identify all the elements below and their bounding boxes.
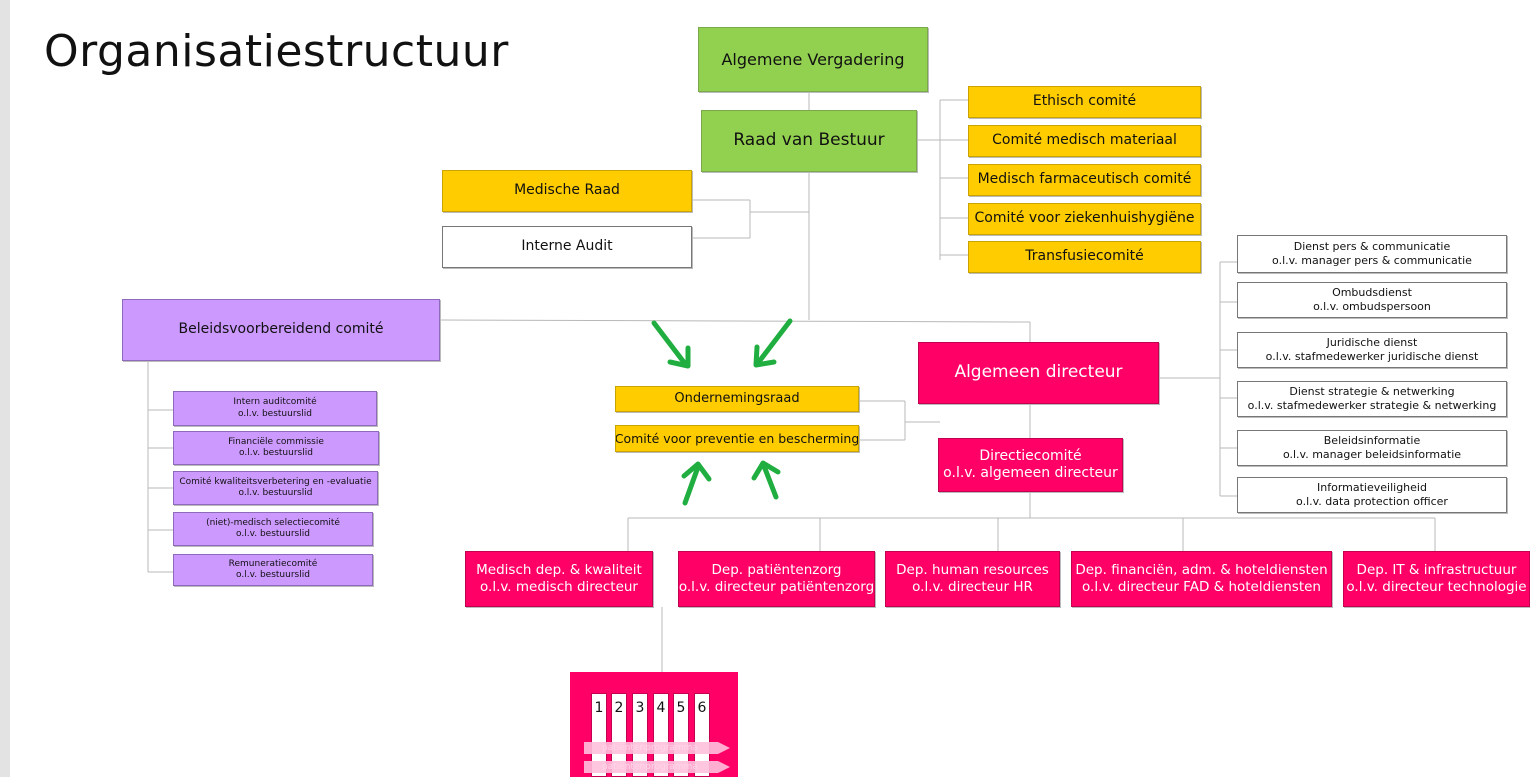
department-box: Medisch dep. & kwaliteit o.l.v. medisch … (465, 551, 653, 607)
staff-service-box: Juridische dienst o.l.v. stafmedewerker … (1237, 332, 1507, 368)
subcommittee-box: (niet)-medisch selectiecomité o.l.v. bes… (173, 512, 373, 546)
subcommittee-name: Comité kwaliteitsverbetering en -evaluat… (179, 476, 372, 487)
staff-service-box: Dienst pers & communicatie o.l.v. manage… (1237, 235, 1507, 273)
left-edge-strip (0, 0, 10, 777)
subcommittee-box: Comité kwaliteitsverbetering en -evaluat… (173, 471, 378, 505)
policy-committee-label: Beleidsvoorbereidend comité (178, 321, 384, 338)
staff-service-lead: o.l.v. manager beleidsinformatie (1282, 448, 1462, 461)
prevention-committee-box: Comité voor preventie en bescherming (615, 425, 859, 452)
department-name: Dep. financiën, adm. & hoteldiensten (1075, 562, 1328, 579)
program-number: 4 (653, 693, 669, 777)
staff-service-name: Beleidsinformatie (1323, 434, 1421, 448)
prevention-committee-label: Comité voor preventie en bescherming (615, 430, 859, 446)
committee-label: Comité medisch materiaal (992, 132, 1177, 149)
program-arrows (584, 742, 730, 773)
general-director-box: Algemeen directeur (918, 342, 1159, 404)
department-box: Dep. patiëntenzorg o.l.v. directeur pati… (678, 551, 875, 607)
committee-label: Ethisch comité (1032, 93, 1137, 110)
subcommittee-lead: o.l.v. bestuurslid (238, 488, 313, 498)
subcommittee-box: Intern auditcomité o.l.v. bestuurslid (173, 391, 377, 426)
staff-service-name: Ombudsdienst (1332, 286, 1412, 300)
department-lead: o.l.v. directeur patiëntenzorg (678, 579, 875, 595)
committee-label: Medisch farmaceutisch comité (977, 171, 1192, 188)
subcommittee-name: Intern auditcomité (233, 397, 317, 408)
department-lead: o.l.v. medisch directeur (480, 579, 638, 595)
program-number: 1 (591, 693, 607, 777)
subcommittee-box: Remuneratiecomité o.l.v. bestuurslid (173, 554, 373, 586)
committee-label: Transfusiecomité (1025, 248, 1144, 265)
subcommittee-lead: o.l.v. bestuurslid (236, 570, 310, 580)
board-label: Raad van Bestuur (733, 130, 885, 151)
subcommittee-lead: o.l.v. bestuurslid (236, 529, 310, 539)
committee-box: Transfusiecomité (968, 241, 1201, 273)
general-assembly-box: Algemene Vergadering (698, 27, 928, 92)
page-title: Organisatiestructuur (44, 26, 509, 77)
department-name: Dep. IT & infrastructuur (1356, 562, 1517, 579)
general-director-label: Algemeen directeur (954, 362, 1123, 383)
directorate-box: Directiecomité o.l.v. algemeen directeur (938, 438, 1123, 492)
department-name: Dep. human resources (896, 562, 1049, 579)
staff-service-lead: o.l.v. ombudspersoon (1313, 300, 1431, 313)
subcommittee-name: Financiële commissie (228, 436, 324, 447)
staff-service-lead: o.l.v. data protection officer (1296, 495, 1448, 508)
works-council-label: Ondernemingsraad (674, 390, 800, 406)
staff-service-name: Dienst pers & communicatie (1293, 240, 1451, 254)
program-label: patiëntenprogramma (602, 762, 698, 772)
program-number: 2 (611, 693, 627, 777)
department-name: Medisch dep. & kwaliteit (476, 562, 642, 579)
program-number: 6 (694, 693, 710, 777)
subcommittee-name: Remuneratiecomité (228, 558, 318, 569)
general-assembly-label: Algemene Vergadering (721, 49, 905, 69)
staff-service-lead: o.l.v. manager pers & communicatie (1272, 254, 1472, 267)
staff-service-box: Beleidsinformatie o.l.v. manager beleids… (1237, 430, 1507, 466)
internal-audit-box: Interne Audit (442, 226, 692, 268)
directorate-lead: o.l.v. algemeen directeur (943, 465, 1118, 481)
staff-service-box: Informatieveiligheid o.l.v. data protect… (1237, 477, 1507, 513)
policy-committee-box: Beleidsvoorbereidend comité (122, 299, 440, 361)
department-lead: o.l.v. directeur FAD & hoteldiensten (1082, 579, 1321, 595)
internal-audit-label: Interne Audit (521, 238, 613, 255)
subcommittee-name: (niet)-medisch selectiecomité (206, 517, 340, 528)
staff-service-name: Informatieveiligheid (1317, 481, 1427, 495)
department-lead: o.l.v. directeur technologie (1346, 579, 1527, 595)
staff-service-lead: o.l.v. stafmedewerker strategie & netwer… (1247, 399, 1497, 412)
board-box: Raad van Bestuur (701, 110, 917, 172)
subcommittee-lead: o.l.v. bestuurslid (238, 408, 312, 419)
staff-service-name: Dienst strategie & netwerking (1289, 385, 1455, 399)
staff-service-box: Ombudsdienst o.l.v. ombudspersoon (1237, 282, 1507, 318)
department-box: Dep. IT & infrastructuur o.l.v. directeu… (1343, 551, 1530, 607)
green-arrows (651, 318, 793, 506)
medical-council-box: Medische Raad (442, 170, 692, 212)
staff-service-box: Dienst strategie & netwerking o.l.v. sta… (1237, 381, 1507, 417)
subcommittee-lead: o.l.v. bestuurslid (239, 448, 313, 458)
committee-box: Comité voor ziekenhuishygiëne (968, 203, 1201, 235)
subcommittee-box: Financiële commissie o.l.v. bestuurslid (173, 431, 379, 465)
directorate-name: Directiecomité (979, 447, 1082, 464)
department-lead: o.l.v. directeur HR (912, 579, 1033, 595)
committee-box: Comité medisch materiaal (968, 125, 1201, 157)
department-box: Dep. human resources o.l.v. directeur HR (885, 551, 1060, 607)
staff-service-lead: o.l.v. stafmedewerker juridische dienst (1265, 350, 1479, 363)
works-council-box: Ondernemingsraad (615, 386, 859, 412)
department-box: Dep. financiën, adm. & hoteldiensten o.l… (1071, 551, 1332, 607)
staff-service-name: Juridische dienst (1326, 336, 1418, 350)
medical-council-label: Medische Raad (514, 182, 620, 199)
committee-box: Medisch farmaceutisch comité (968, 164, 1201, 196)
department-name: Dep. patiëntenzorg (711, 562, 842, 579)
program-label: patiëntenprogramma (602, 743, 698, 753)
committee-label: Comité voor ziekenhuishygiëne (974, 210, 1195, 227)
committee-box: Ethisch comité (968, 86, 1201, 118)
